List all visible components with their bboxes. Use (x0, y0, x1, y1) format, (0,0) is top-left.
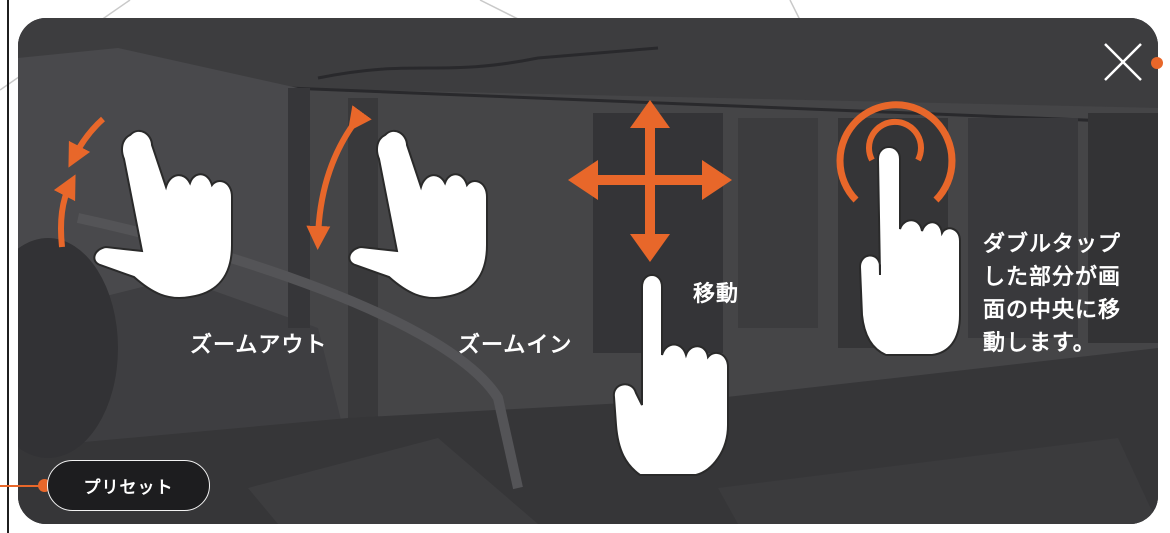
preset-callout-line (0, 485, 44, 487)
double-tap-label: ダブルタップ した部分が画 面の中央に移 動します。 (983, 232, 1122, 356)
frame-edge (7, 0, 9, 533)
close-button[interactable] (1095, 34, 1151, 90)
close-icon (1104, 43, 1142, 81)
move-label: 移動 (693, 282, 740, 307)
close-indicator-dot (1151, 57, 1163, 69)
zoom-in-label: ズームイン (458, 333, 573, 358)
preset-button[interactable]: プリセット (47, 460, 210, 511)
zoom-out-label: ズームアウト (190, 333, 328, 358)
